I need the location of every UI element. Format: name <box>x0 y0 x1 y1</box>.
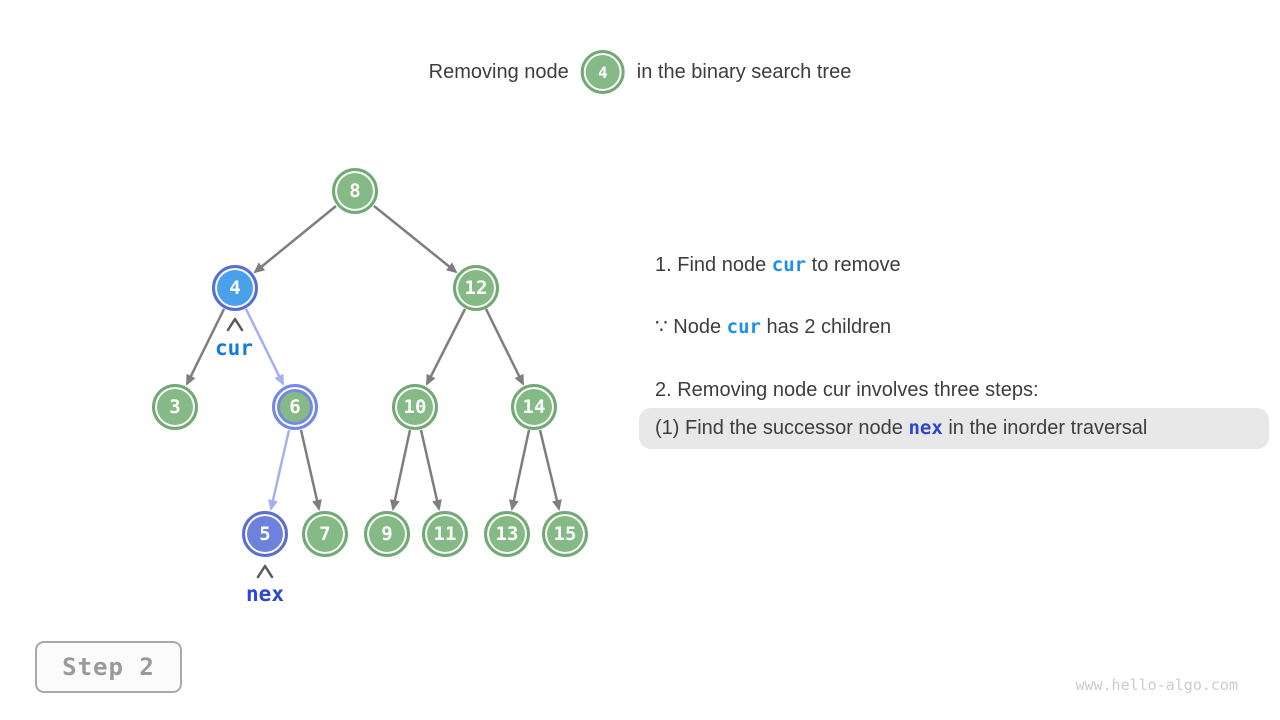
note-1-keyword-cur: cur <box>771 254 807 276</box>
tree-node-14: 14 <box>511 384 557 430</box>
tree-node-5: 5 <box>242 511 288 557</box>
edge-6-7 <box>299 429 322 511</box>
tree-node-4: 4 <box>212 265 258 311</box>
nex-pointer-label: nex <box>246 582 284 606</box>
edge-10-9 <box>390 429 412 511</box>
note-4-post: in the inorder traversal <box>942 417 1148 439</box>
edge-12-10 <box>425 308 467 386</box>
edge-8-4 <box>253 205 337 274</box>
cur-pointer-caret-icon <box>226 317 244 332</box>
step-badge: Step 2 <box>35 641 182 693</box>
watermark: www.hello-algo.com <box>1075 676 1238 694</box>
note-4-pre: (1) Find the successor node <box>655 417 909 439</box>
tree-node-3: 3 <box>152 384 198 430</box>
tree-node-12: 12 <box>453 265 499 311</box>
tree-node-9: 9 <box>364 511 410 557</box>
note-2-pre: ∵ Node <box>655 316 727 338</box>
note-2-keyword-cur: cur <box>726 316 761 338</box>
tree-node-10: 10 <box>392 384 438 430</box>
note-1-pre: 1. Find node <box>655 254 772 276</box>
tree-node-13: 13 <box>484 511 530 557</box>
note-line-4: (1) Find the successor node nex in the i… <box>655 408 1147 449</box>
cur-pointer-label: cur <box>215 336 253 360</box>
edge-14-13 <box>509 429 531 511</box>
slide-title: Removing node 4 in the binary search tre… <box>428 50 852 94</box>
note-2-post: has 2 children <box>760 316 892 338</box>
note-line-2: ∵ Node cur has 2 children <box>655 314 891 340</box>
tree-node-6: 6 <box>272 384 318 430</box>
edge-10-11 <box>419 429 442 511</box>
tree-node-15: 15 <box>542 511 588 557</box>
edge-4-6 <box>244 308 285 386</box>
edge-6-5 <box>268 429 291 511</box>
note-1-post: to remove <box>806 254 901 276</box>
edge-14-15 <box>538 429 562 511</box>
title-prefix: Removing node <box>428 60 569 83</box>
edge-12-14 <box>484 308 525 386</box>
note-line-4-highlight: (1) Find the successor node nex in the i… <box>639 408 1269 449</box>
tree-node-7: 7 <box>302 511 348 557</box>
edge-4-3 <box>185 308 226 386</box>
note-line-1: 1. Find node cur to remove <box>655 252 901 278</box>
nex-pointer-caret-icon <box>256 564 274 579</box>
note-line-3: 2. Removing node cur involves three step… <box>655 377 1039 403</box>
note-4-keyword-nex: nex <box>908 417 943 439</box>
title-suffix: in the binary search tree <box>636 60 852 83</box>
tree-node-8: 8 <box>332 168 378 214</box>
edge-8-12 <box>373 205 458 274</box>
tree-node-11: 11 <box>422 511 468 557</box>
title-node-circle: 4 <box>580 50 625 94</box>
note-3-text: 2. Removing node cur involves three step… <box>655 379 1039 401</box>
